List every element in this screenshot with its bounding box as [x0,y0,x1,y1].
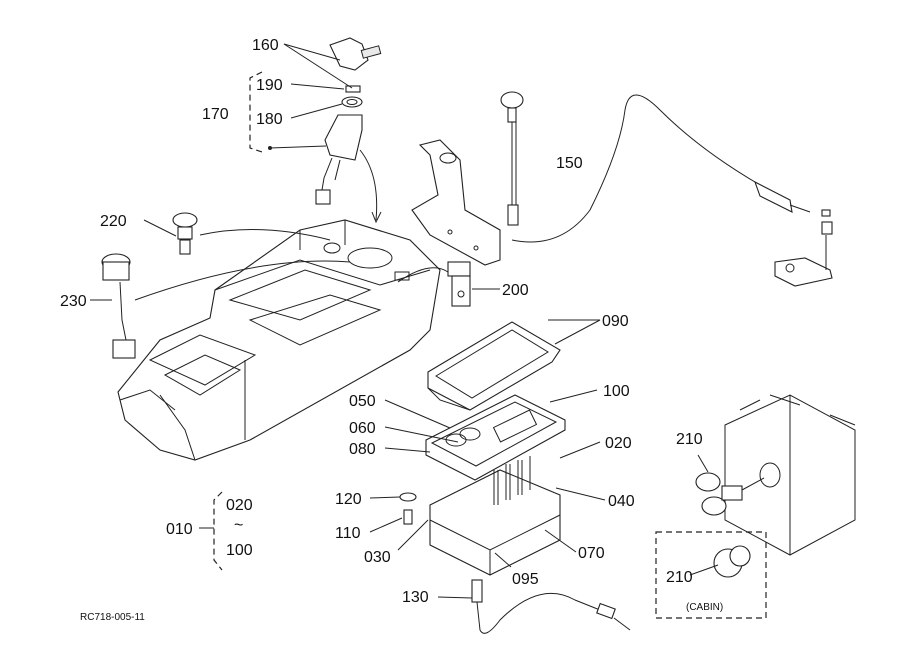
callout-190: 190 [256,77,283,94]
callout-200: 200 [502,282,529,299]
callout-030: 030 [364,549,391,566]
cabin-socket-assembly [655,394,856,619]
callout-180: 180 [256,111,283,128]
callout-070: 070 [578,545,605,562]
callout-080: 080 [349,441,376,458]
leader-lines [90,43,719,599]
range-tilde: ~ [234,517,243,534]
callout-160: 160 [252,37,279,54]
callout-110: 110 [335,525,361,542]
callout-100: 100 [603,383,630,400]
callout-210-cabin: 210 [666,569,693,586]
range-to: 100 [226,542,253,559]
range-from: 020 [226,497,253,514]
meter-panel-stack [399,321,566,576]
figure-code: RC718-005-11 [80,612,145,623]
switch-parts [101,212,471,359]
callout-210-upper: 210 [676,431,703,448]
callout-130: 130 [402,589,429,606]
callout-050: 050 [349,393,376,410]
cabin-label: (CABIN) [686,602,723,613]
key-switch-assembly [315,37,382,224]
console-housing [117,219,441,461]
callout-230: 230 [60,293,87,310]
callout-060: 060 [349,420,376,437]
meter-cable [471,579,631,634]
callout-095: 095 [512,571,539,588]
callout-170: 170 [202,106,229,123]
callout-150: 150 [556,155,583,172]
callout-040: 040 [608,493,635,510]
throttle-cable-assembly [411,91,833,287]
callout-220: 220 [100,213,127,230]
bracket-010 [213,491,223,571]
callout-020: 020 [605,435,632,452]
callout-120: 120 [335,491,362,508]
callout-010: 010 [166,521,193,538]
callout-090: 090 [602,313,629,330]
